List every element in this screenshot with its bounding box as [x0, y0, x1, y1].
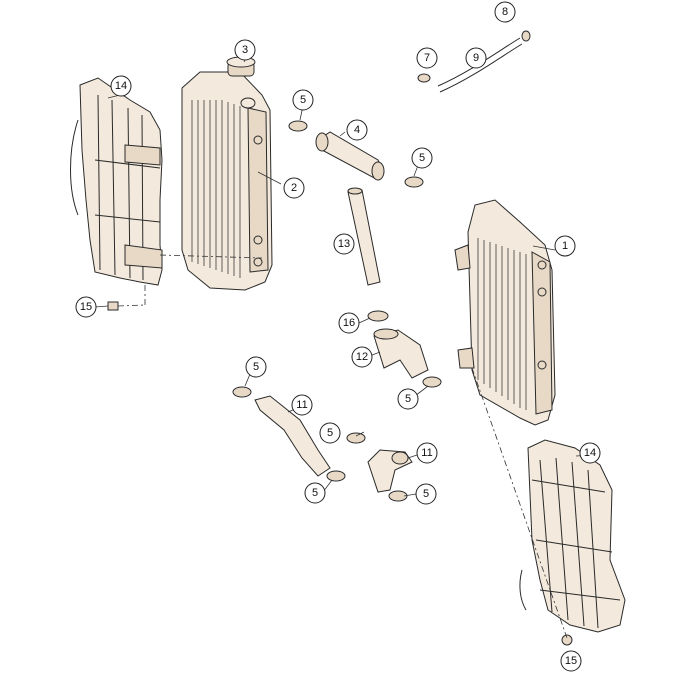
- svg-text:14: 14: [115, 80, 127, 92]
- svg-text:11: 11: [421, 447, 432, 459]
- svg-text:5: 5: [327, 427, 333, 439]
- callout-11-a: 11: [291, 394, 313, 416]
- callout-16: 16: [338, 312, 360, 334]
- callout-12: 12: [351, 346, 373, 368]
- callout-5-f: 5: [304, 482, 326, 504]
- svg-text:5: 5: [253, 361, 259, 373]
- callout-5-g: 5: [415, 483, 437, 505]
- svg-text:3: 3: [242, 44, 248, 56]
- svg-text:5: 5: [419, 152, 425, 164]
- svg-text:8: 8: [502, 6, 508, 18]
- svg-text:16: 16: [343, 317, 355, 329]
- callout-5-c: 5: [245, 356, 267, 378]
- callout-7: 7: [416, 47, 438, 69]
- hose-4: [315, 131, 385, 181]
- right-radiator-fins: [477, 238, 527, 410]
- callouts: 1 2 3 4 5 5 5 5 5 5 5 5: [75, 1, 601, 672]
- callout-2: 2: [283, 177, 305, 199]
- right-radiator: [454, 199, 556, 426]
- left-radiator: [181, 56, 273, 291]
- svg-text:12: 12: [356, 351, 368, 363]
- svg-text:13: 13: [338, 238, 350, 250]
- callout-11-b: 11: [416, 442, 438, 464]
- callout-5-b: 5: [411, 147, 433, 169]
- hose-11-left: [254, 395, 331, 477]
- svg-text:15: 15: [80, 301, 92, 313]
- callout-15-b: 15: [560, 650, 582, 672]
- callout-3: 3: [234, 39, 256, 61]
- callout-14-b: 14: [579, 442, 601, 464]
- callout-4: 4: [346, 119, 368, 141]
- svg-text:5: 5: [423, 488, 429, 500]
- callout-5-a: 5: [292, 89, 314, 111]
- svg-text:15: 15: [565, 655, 577, 667]
- svg-text:2: 2: [291, 182, 297, 194]
- callout-13: 13: [333, 233, 355, 255]
- svg-text:1: 1: [562, 240, 568, 252]
- left-radiator-guard: [70, 77, 163, 286]
- svg-text:5: 5: [405, 393, 411, 405]
- svg-text:9: 9: [473, 52, 479, 64]
- clamps: [107, 30, 573, 646]
- svg-text:11: 11: [296, 399, 307, 411]
- pipe-13: [347, 187, 381, 286]
- svg-text:14: 14: [584, 447, 596, 459]
- svg-text:5: 5: [312, 487, 318, 499]
- hose-12: [373, 328, 429, 379]
- svg-text:4: 4: [354, 124, 360, 136]
- right-radiator-guard: [519, 439, 626, 633]
- callout-15-a: 15: [75, 296, 97, 318]
- left-radiator-fins: [191, 100, 241, 278]
- svg-text:5: 5: [300, 94, 306, 106]
- callout-9: 9: [465, 47, 487, 69]
- callout-8: 8: [494, 1, 516, 23]
- callout-5-d: 5: [397, 388, 419, 410]
- callout-1: 1: [554, 235, 576, 257]
- hose-11-right: [367, 449, 413, 493]
- callout-5-e: 5: [319, 422, 341, 444]
- svg-text:7: 7: [424, 52, 430, 64]
- callout-14-a: 14: [110, 75, 132, 97]
